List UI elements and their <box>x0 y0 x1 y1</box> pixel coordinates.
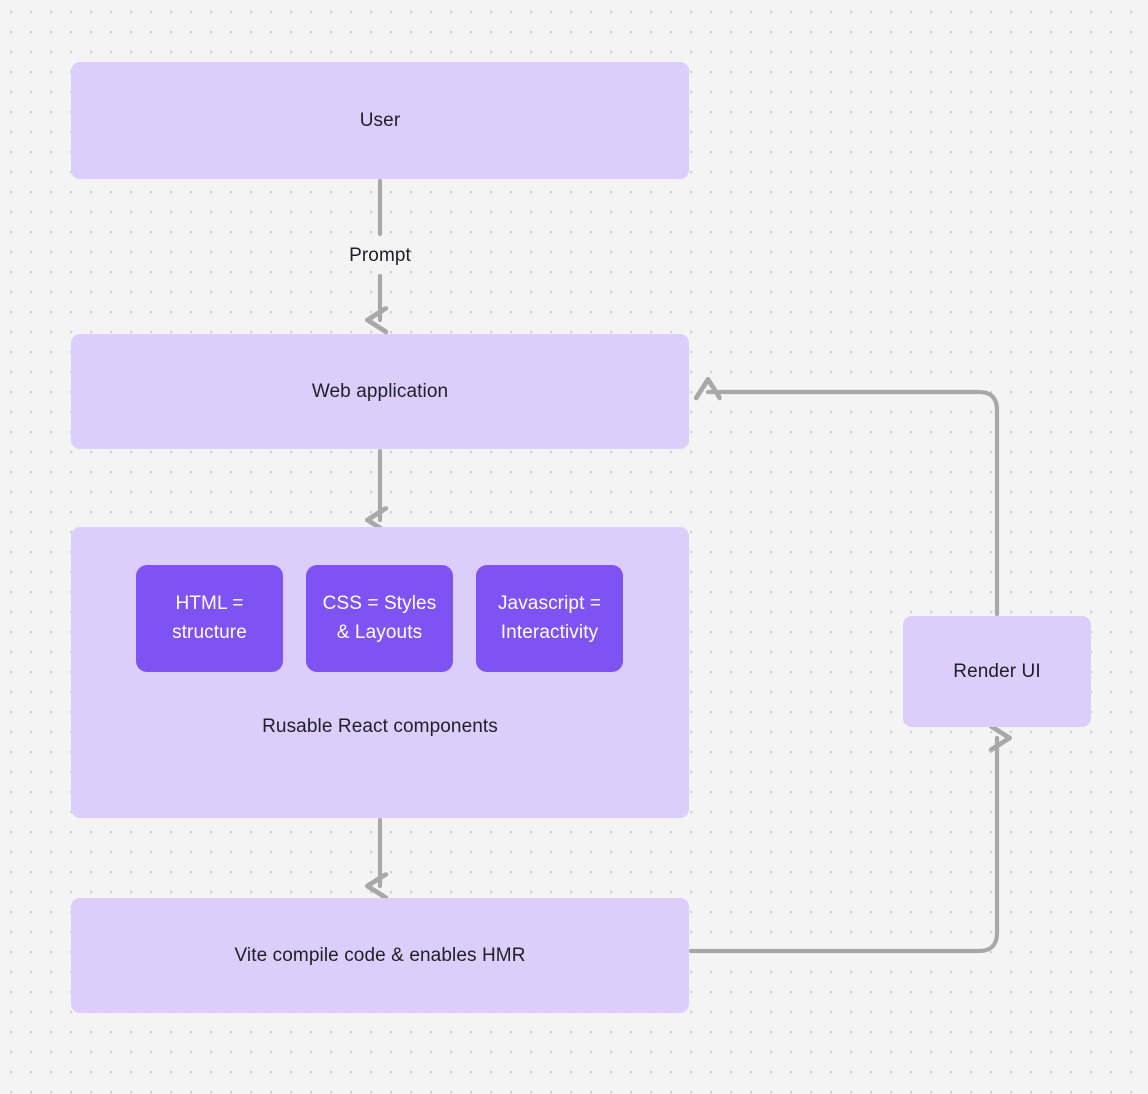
node-web-application[interactable]: Web application <box>71 334 689 449</box>
edge-vite-to-render-ui <box>688 738 997 954</box>
chip-javascript-line1: Javascript = <box>497 593 602 614</box>
chip-html-line1: HTML = <box>175 593 244 614</box>
chip-css[interactable]: CSS = Styles & Layouts <box>306 565 453 672</box>
chip-javascript-line2: Interactivity <box>500 621 599 643</box>
node-vite[interactable]: Vite compile code & enables HMR <box>71 898 689 1013</box>
chip-html[interactable]: HTML = structure <box>136 565 283 672</box>
node-reusable-components-caption: Rusable React components <box>262 716 498 737</box>
chip-javascript[interactable]: Javascript = Interactivity <box>476 565 623 672</box>
chip-css-line1: CSS = Styles <box>322 593 437 614</box>
node-web-application-label: Web application <box>311 380 449 402</box>
node-render-ui-label: Render UI <box>953 660 1041 682</box>
edge-label-prompt: Prompt <box>349 245 411 266</box>
chip-html-line2: structure <box>172 621 247 643</box>
node-vite-label: Vite compile code & enables HMR <box>234 944 526 966</box>
chip-css-line2: & Layouts <box>336 621 423 643</box>
node-user-label: User <box>359 109 401 131</box>
node-render-ui[interactable]: Render UI <box>903 616 1091 727</box>
edge-render-ui-to-webapp <box>708 392 1000 617</box>
node-user[interactable]: User <box>71 62 689 179</box>
